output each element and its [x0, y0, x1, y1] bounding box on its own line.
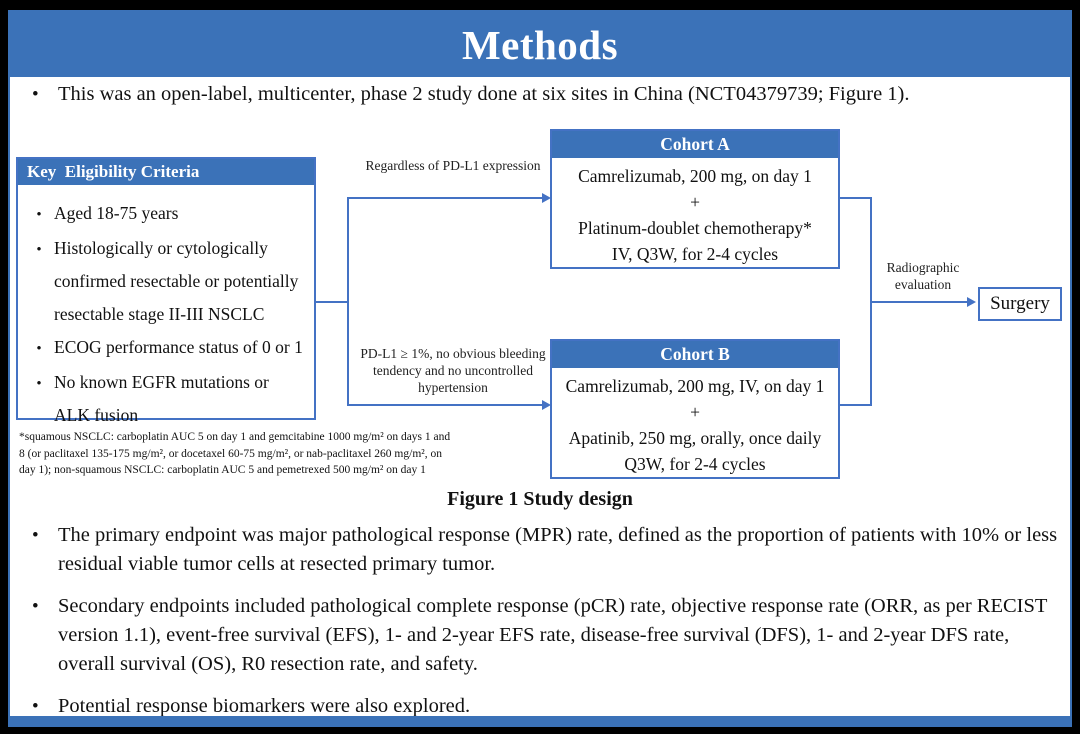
cohort-b-body: Camrelizumab, 200 mg, IV, on day 1 + Apa…: [552, 368, 838, 477]
eligibility-item-text: No known EGFR mutations or ALK fusion: [54, 372, 269, 425]
endpoint-bullets: The primary endpoint was major pathologi…: [30, 521, 1062, 734]
eligibility-item-text: ECOG performance status of 0 or 1: [54, 337, 303, 357]
cohort-a-line: Platinum-doublet chemotherapy*: [578, 218, 812, 238]
bullet-biomarkers: Potential response biomarkers were also …: [30, 692, 1062, 721]
cohort-b-line: Camrelizumab, 200 mg, IV, on day 1: [565, 376, 825, 396]
bullet-marker: [24, 366, 54, 432]
intro-bullet: This was an open-label, multicenter, pha…: [30, 80, 1062, 109]
connector-cohort-a-out: [840, 197, 872, 199]
cohort-a-header: Cohort A: [552, 131, 838, 158]
eligibility-item: ECOG performance status of 0 or 1: [24, 331, 308, 366]
arrowhead-cohort-b-icon: [542, 400, 551, 410]
eligibility-item-text: Histologically or cytologically confirme…: [54, 238, 299, 324]
eligibility-item: Aged 18-75 years: [24, 197, 308, 232]
bullet-text: Potential response biomarkers were also …: [58, 695, 471, 717]
bullet-marker: [30, 80, 58, 109]
surgery-box: Surgery: [978, 287, 1062, 321]
branch-label-cohort-a: Regardless of PD-L1 expression: [365, 158, 541, 173]
arrowhead-cohort-a-icon: [542, 193, 551, 203]
bullet-text: The primary endpoint was major pathologi…: [58, 524, 1058, 575]
eligibility-header: Key Eligibility Criteria: [18, 159, 314, 185]
bullet-marker: [30, 592, 58, 621]
flow-arrow-to-cohort-a: [347, 197, 542, 199]
cohort-b-header: Cohort B: [552, 341, 838, 368]
bullet-marker: [30, 521, 58, 550]
arrowhead-surgery-icon: [967, 297, 976, 307]
cohort-a-body: Camrelizumab, 200 mg, on day 1 + Platinu…: [552, 158, 838, 267]
eligibility-item-text: Aged 18-75 years: [54, 203, 179, 223]
flow-arrow-to-cohort-b: [347, 404, 542, 406]
cohort-a-line: IV, Q3W, for 2-4 cycles: [611, 244, 779, 264]
eligibility-list: Aged 18-75 years Histologically or cytol…: [18, 185, 314, 432]
cohort-a-line: Camrelizumab, 200 mg, on day 1: [578, 166, 812, 186]
radiographic-evaluation-label: Radiographic evaluation: [886, 260, 960, 292]
connector-left-vertical: [347, 197, 349, 406]
bullet-marker: [24, 331, 54, 366]
title-banner: Methods: [10, 12, 1070, 77]
bullet-secondary-endpoints: Secondary endpoints included pathologica…: [30, 592, 1062, 679]
cohort-a-box: Cohort A Camrelizumab, 200 mg, on day 1 …: [550, 129, 840, 269]
eligibility-item: Histologically or cytologically confirme…: [24, 232, 308, 331]
page-title: Methods: [461, 21, 619, 68]
connector-cohort-b-out: [840, 404, 872, 406]
flow-arrow-to-surgery: [870, 301, 968, 303]
branch-label-cohort-b: PD-L1 ≥ 1%, no obvious bleeding tendency…: [360, 346, 546, 395]
intro-bullet-text: This was an open-label, multicenter, pha…: [58, 83, 910, 105]
figure-caption: Figure 1 Study design: [447, 488, 633, 510]
surgery-label: Surgery: [990, 293, 1050, 314]
plus-sign: +: [690, 192, 700, 212]
bullet-marker: [24, 197, 54, 232]
bullet-text: Secondary endpoints included pathologica…: [58, 595, 1048, 675]
slide: Methods This was an open-label, multicen…: [8, 10, 1072, 727]
bullet-primary-endpoint: The primary endpoint was major pathologi…: [30, 521, 1062, 579]
eligibility-item: No known EGFR mutations or ALK fusion: [24, 366, 308, 432]
bottom-accent-bar: [10, 716, 1070, 725]
bullet-marker: [24, 232, 54, 331]
cohort-b-line: Q3W, for 2-4 cycles: [624, 454, 766, 474]
chemotherapy-footnote: *squamous NSCLC: carboplatin AUC 5 on da…: [19, 431, 451, 476]
connector-eligibility-stem: [315, 301, 347, 303]
eligibility-box: Key Eligibility Criteria Aged 18-75 year…: [16, 157, 316, 425]
plus-sign: +: [690, 402, 700, 422]
cohort-b-box: Cohort B Camrelizumab, 200 mg, IV, on da…: [550, 339, 840, 479]
cohort-b-line: Apatinib, 250 mg, orally, once daily: [568, 428, 822, 448]
